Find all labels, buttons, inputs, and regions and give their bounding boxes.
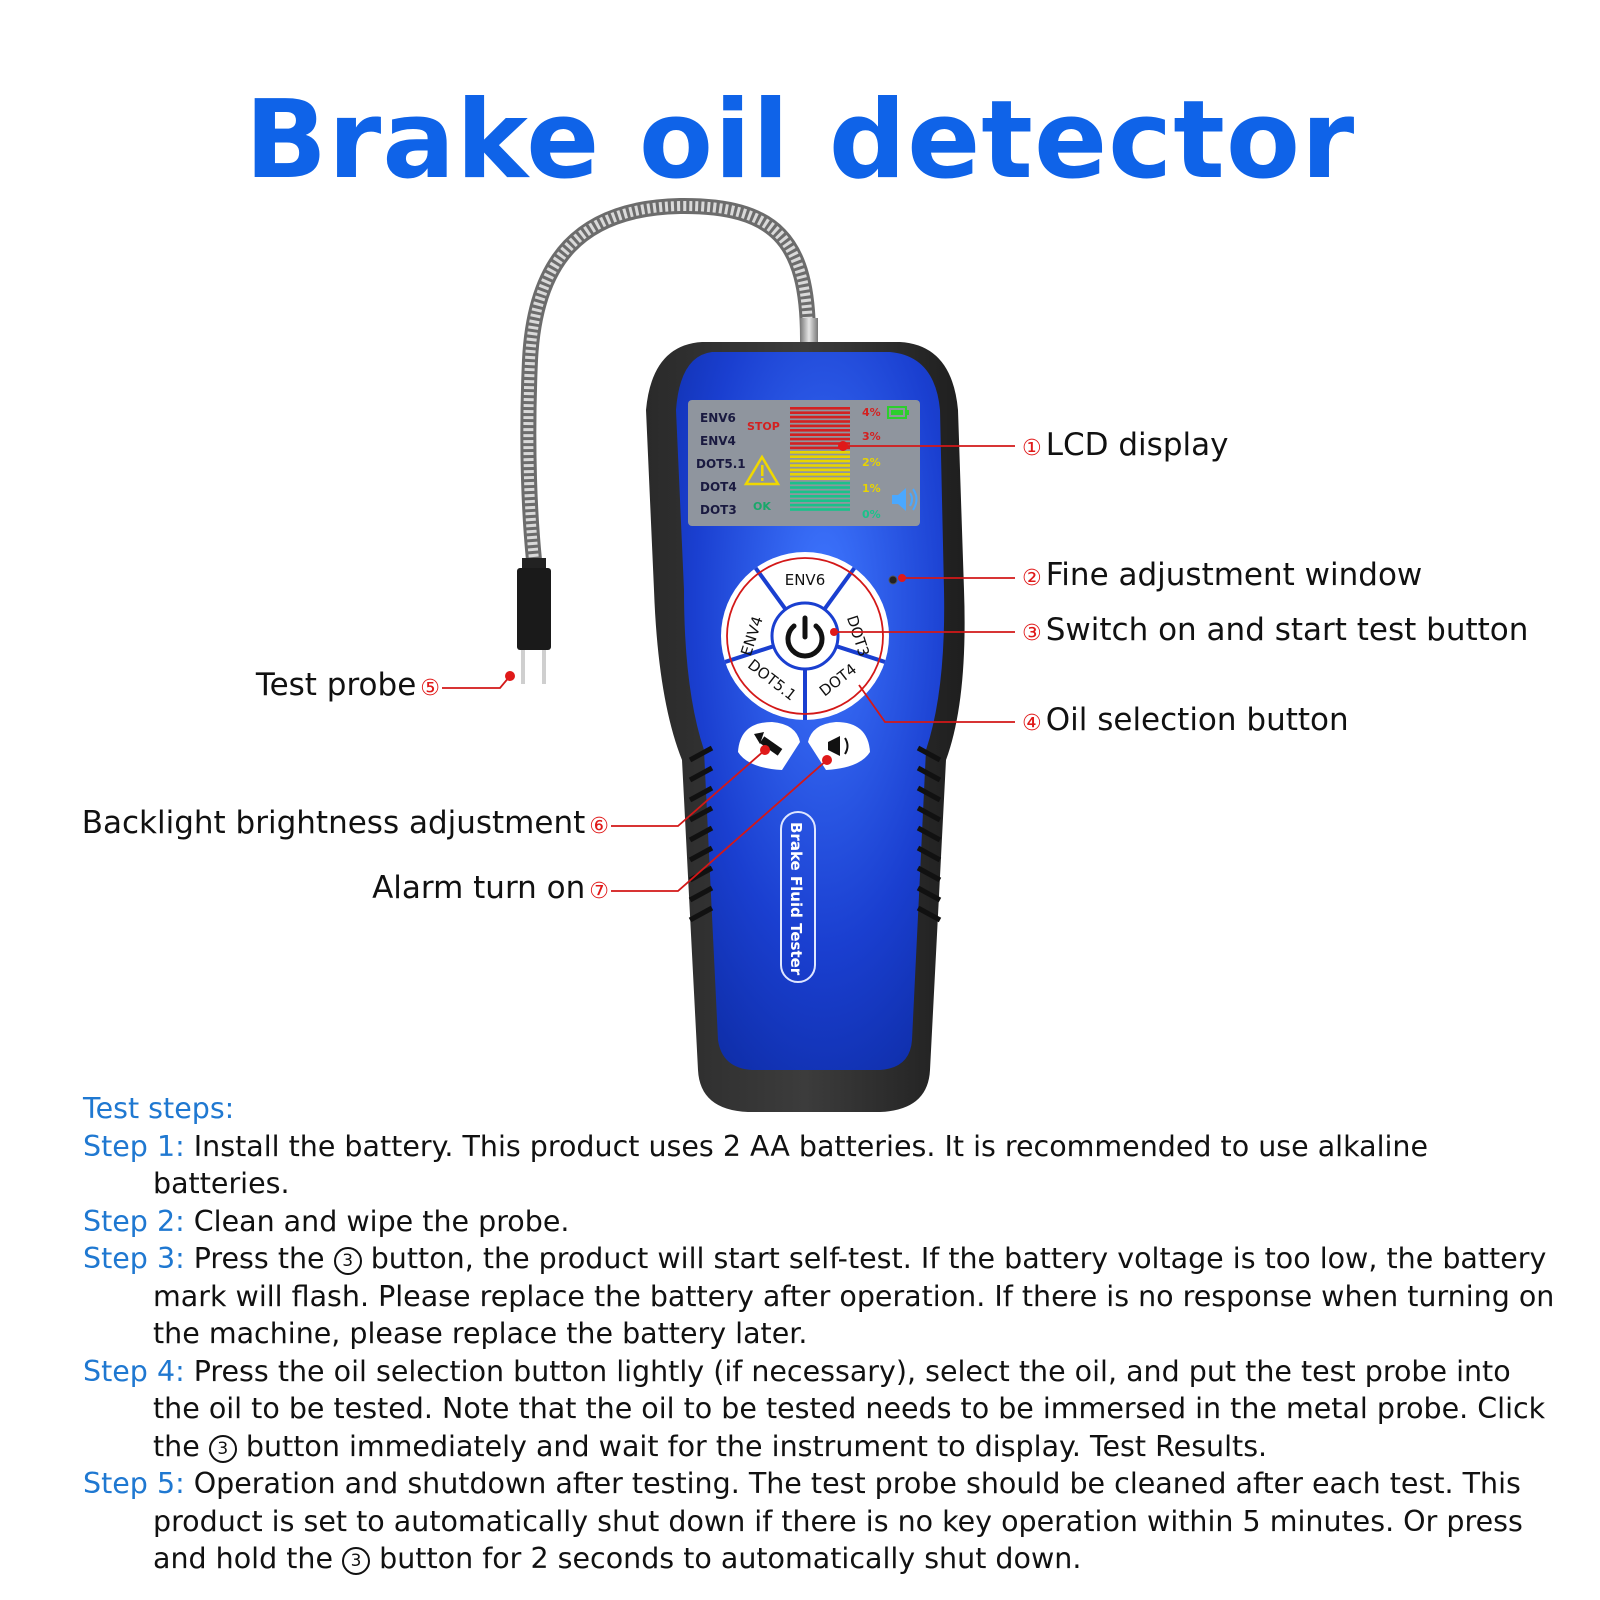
grip-ridge (916, 785, 942, 803)
lcd-level-bar (790, 437, 850, 441)
lcd-row-dot4: DOT4 (700, 480, 737, 494)
grip-ridge (916, 865, 942, 883)
grip-ridge (688, 805, 714, 823)
lcd-level-bar (790, 446, 850, 450)
lcd-level-bar (790, 455, 850, 458)
lcd-pct-3: 3% (862, 430, 881, 443)
step-1: Step 1: Install the battery. This produc… (83, 1129, 1428, 1201)
warning-icon (743, 454, 781, 486)
key-env6: ENV6 (785, 571, 826, 589)
flashlight-icon (754, 732, 783, 756)
step-5: Step 5: Operation and shutdown after tes… (83, 1467, 1523, 1575)
lcd-row-dot3: DOT3 (700, 503, 737, 517)
lcd-pct-2: 2% (862, 456, 881, 469)
power-icon (785, 615, 825, 659)
grip-ridge (688, 785, 714, 803)
lcd-row-env6: ENV6 (700, 411, 736, 425)
grip-ridge (916, 885, 942, 903)
lcd-level-bar (790, 473, 850, 476)
step-4: Step 4: Press the oil selection button l… (83, 1354, 1546, 1463)
lcd-pct-4: 4% (862, 406, 881, 419)
lcd-pct-0: 0% (862, 508, 881, 521)
backlight-button (738, 722, 800, 770)
test-steps: Test steps: Step 1: Install the battery.… (83, 1090, 1563, 1578)
lcd-row-dot51: DOT5.1 (696, 457, 746, 471)
grip-ridge (688, 745, 714, 763)
grip-ridge (916, 765, 942, 783)
button-3-symbol: 3 (342, 1547, 371, 1575)
lcd-display: ENV6 ENV4 DOT5.1 DOT4 DOT3 STOP OK 4% 3%… (688, 400, 920, 526)
speaker-icon (892, 488, 918, 511)
lcd-row-env4: ENV4 (700, 434, 736, 448)
button-3-symbol: 3 (208, 1434, 237, 1463)
lcd-level-bar (790, 495, 850, 498)
grip-ridge (688, 825, 714, 843)
lcd-level-bar (790, 477, 850, 480)
lcd-level-bar (790, 508, 850, 511)
grip-ridge (688, 885, 714, 903)
lcd-level-bar (790, 420, 850, 423)
page-title: Brake oil detector (244, 78, 1356, 203)
fine-adjustment-window (888, 575, 898, 585)
lcd-level-bar (790, 451, 850, 454)
grip-ridge (916, 825, 942, 843)
battery-icon (887, 406, 909, 419)
lcd-stop: STOP (747, 420, 780, 433)
grip-ridge (688, 765, 714, 783)
test-steps-header: Test steps: (83, 1092, 235, 1125)
grip-ridge (916, 745, 942, 763)
lcd-level-bar (790, 464, 850, 467)
oil-selection-ring (726, 557, 884, 715)
grip-ridge (916, 905, 942, 923)
lcd-level-bar (790, 481, 850, 485)
step-3: Step 3: Press the 3 button, the product … (83, 1242, 1555, 1350)
lcd-level-bar (790, 442, 850, 445)
test-probe-tip (517, 558, 551, 684)
lcd-level-bar (790, 486, 850, 489)
lcd-pct-1: 1% (862, 482, 881, 495)
lcd-level-bar (790, 459, 850, 463)
alarm-icon (828, 736, 849, 756)
lcd-ok: OK (753, 500, 771, 513)
grip-ridge (916, 845, 942, 863)
keypad-divider (724, 644, 775, 664)
keypad-divider (822, 566, 856, 611)
leader-oil-select (858, 684, 1015, 723)
lcd-level-bar (790, 429, 850, 432)
lcd-level-bar (790, 407, 850, 410)
lcd-level-bar (790, 411, 850, 414)
grip-ridge (688, 905, 714, 923)
lcd-level-bar (790, 503, 850, 507)
leader-probe (442, 675, 511, 689)
lcd-level-bar (790, 468, 850, 472)
button-cluster: ENV6 ENV4 DOT3 DOT5.1 DOT4 (721, 552, 889, 720)
grip-ridge (916, 805, 942, 823)
keypad-divider (835, 644, 886, 664)
lcd-level-bar (790, 499, 850, 502)
grip-ridge (688, 845, 714, 863)
leader-backlight (611, 749, 766, 827)
lcd-level-bar (790, 490, 850, 494)
lcd-level-bar (790, 424, 850, 428)
keypad-divider (754, 566, 788, 611)
leader-alarm (611, 759, 828, 892)
device-brand-label: Brake Fluid Tester (787, 822, 805, 976)
lcd-level-bar (790, 415, 850, 419)
button-3-symbol: 3 (333, 1247, 362, 1275)
lcd-level-bar (790, 433, 850, 436)
step-2: Step 2: Clean and wipe the probe. (83, 1204, 570, 1238)
